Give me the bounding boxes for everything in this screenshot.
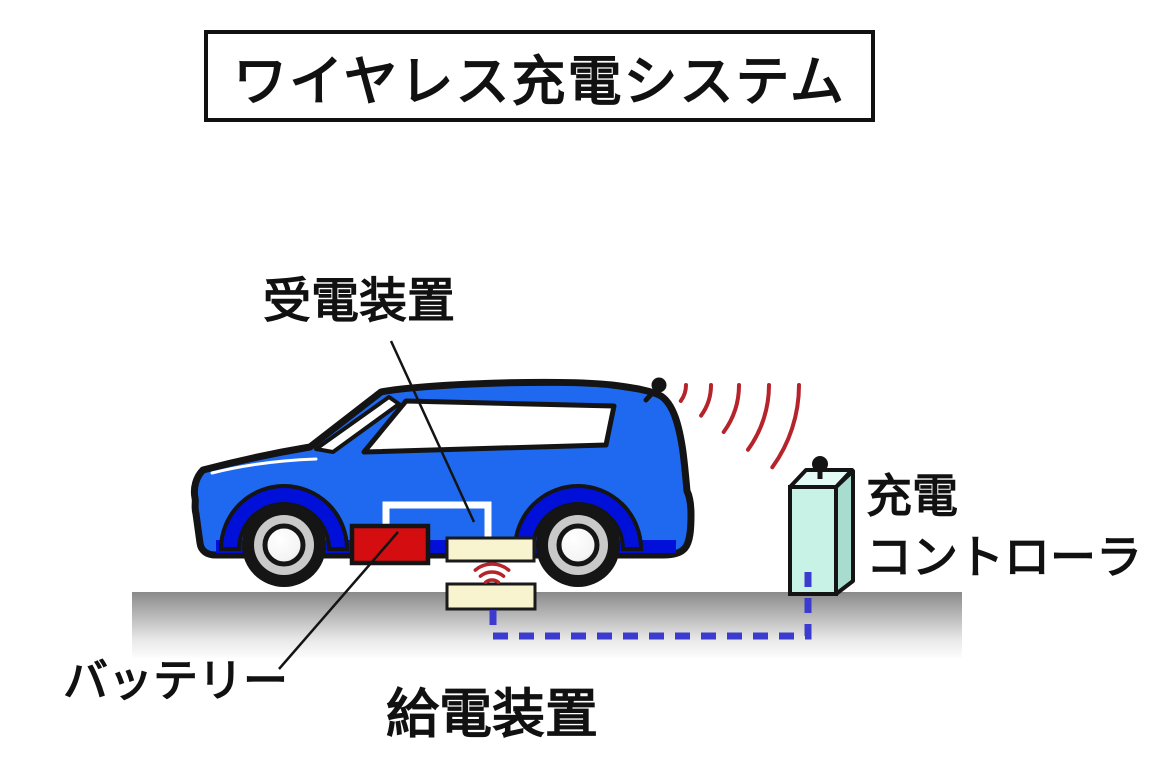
windshield (314, 395, 401, 454)
car-antenna-ball (651, 377, 667, 393)
controller-side-face (834, 469, 855, 596)
controller-label-line2: コントローラ (866, 530, 1142, 583)
receiver-label: 受電装置 (263, 275, 456, 328)
hood-highlight (210, 457, 318, 475)
controller-antenna-ball (812, 456, 828, 472)
receiver-device-box (445, 536, 536, 563)
charging-controller (788, 456, 855, 596)
rear-hub (556, 523, 600, 567)
radio-wave-2 (699, 383, 714, 418)
underground-cable (489, 566, 812, 640)
title-box: ワイヤレス充電システム (204, 30, 875, 122)
front-wheel (242, 503, 326, 587)
side-window (361, 398, 617, 455)
receiver-wire (382, 501, 492, 542)
radio-wave-3 (721, 383, 741, 434)
page-title: ワイヤレス充電システム (233, 51, 846, 112)
controller-label: 充電 コントローラ (866, 466, 1142, 587)
controller-front-face (788, 485, 838, 596)
radio-waves-icon (678, 383, 802, 470)
car-antenna-icon (643, 377, 667, 403)
charging-waves-icon (473, 562, 511, 585)
car (190, 377, 695, 587)
feeder-device-box (445, 582, 537, 611)
charging-wave-2 (478, 570, 506, 578)
battery-leader-line (278, 531, 399, 670)
charging-wave-1 (483, 578, 501, 585)
radio-wave-5 (770, 383, 802, 470)
radio-wave-4 (746, 383, 772, 452)
battery-box (349, 523, 431, 566)
receiver-leader-line (389, 340, 476, 523)
front-hub (262, 523, 306, 567)
charging-wave-3 (473, 562, 511, 572)
controller-label-line1: 充電 (866, 470, 958, 522)
radio-wave-1 (678, 383, 688, 403)
ground-surface (132, 592, 962, 658)
rear-wheel (536, 503, 620, 587)
battery-label: バッテリー (63, 655, 289, 706)
feeder-label: 給電装置 (386, 685, 598, 744)
